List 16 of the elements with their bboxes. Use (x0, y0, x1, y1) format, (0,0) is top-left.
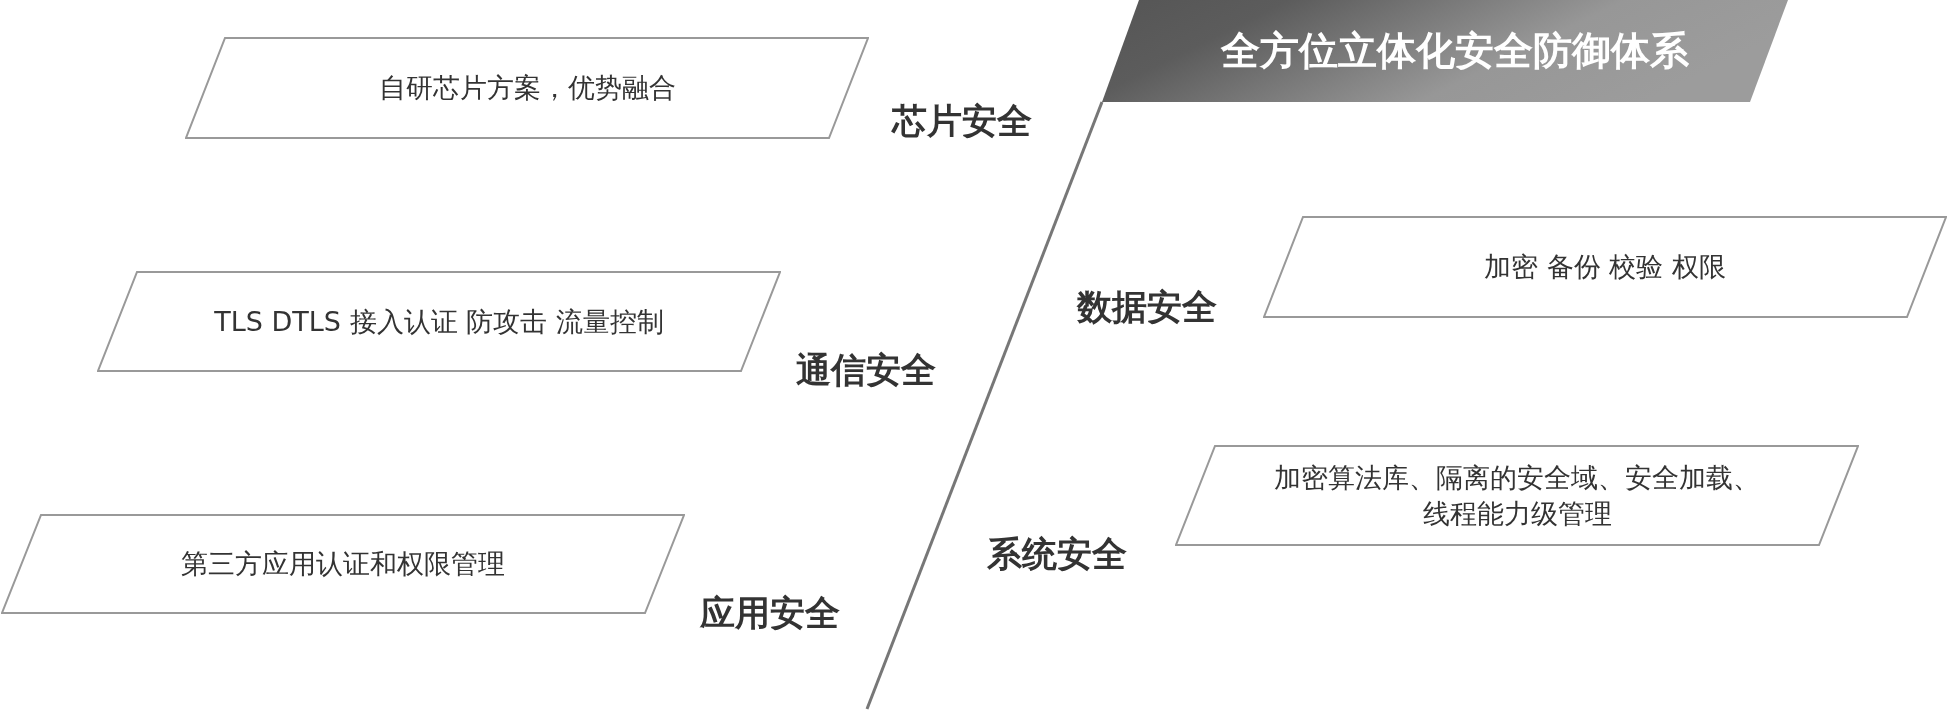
category-label: 通信安全 (796, 353, 936, 388)
category-label: 芯片安全 (892, 104, 1032, 139)
parallelogram-box (97, 271, 781, 372)
feature-text: TLS DTLS 接入认证 防攻击 流量控制 (214, 304, 664, 339)
parallelogram-box (1175, 445, 1859, 546)
category-label: 数据安全 (1077, 290, 1217, 325)
parallelogram-box (185, 37, 869, 139)
category-label: 系统安全 (987, 537, 1127, 572)
parallelogram-box (1, 514, 685, 614)
category-label: 应用安全 (700, 596, 840, 631)
parallelogram-box (1263, 216, 1947, 318)
feature-text: 第三方应用认证和权限管理 (181, 547, 505, 582)
feature-text: 加密算法库、隔离的安全域、安全加载、线程能力级管理 (1273, 461, 1761, 531)
title-text: 全方位立体化安全防御体系 (1220, 27, 1689, 75)
feature-text: 自研芯片方案，优势融合 (378, 71, 676, 106)
feature-text: 加密 备份 校验 权限 (1484, 250, 1726, 285)
